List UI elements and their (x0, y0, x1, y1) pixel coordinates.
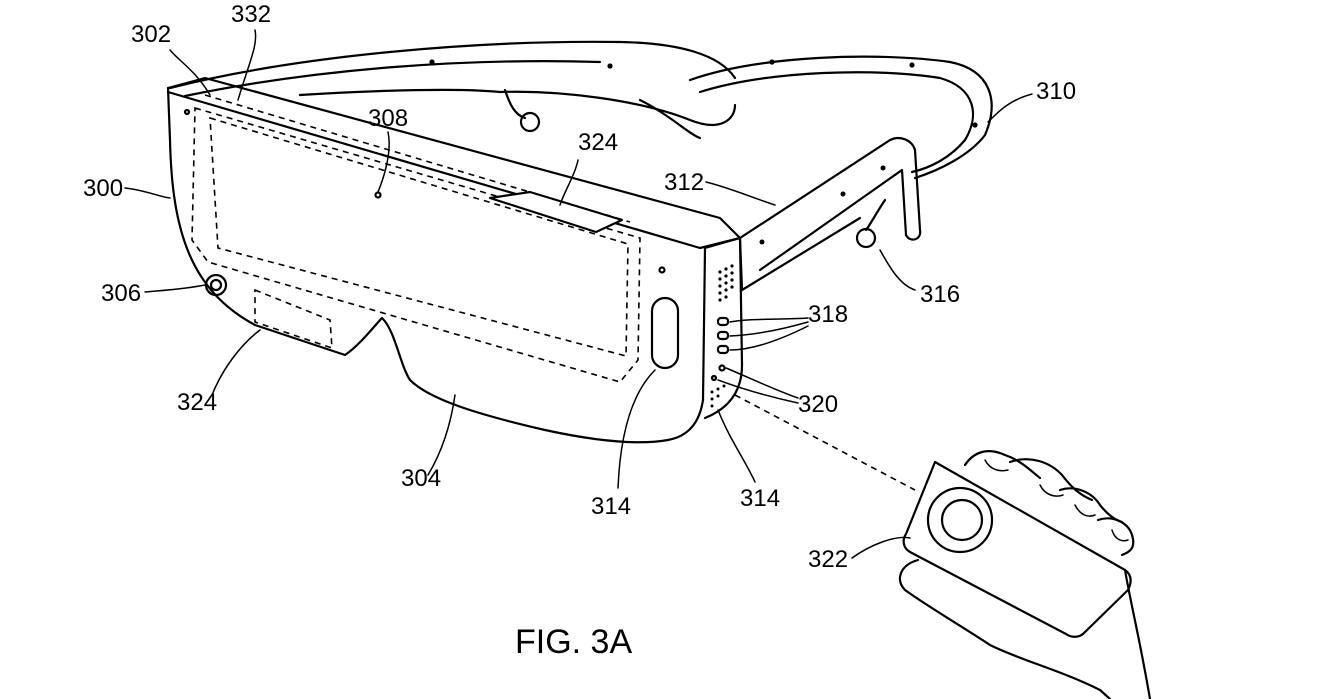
headset-housing (166, 76, 744, 444)
leader-lines (124, 29, 1033, 559)
label-300: 300 (83, 175, 123, 202)
label-310: 310 (1036, 78, 1076, 105)
speaker-grille-top (718, 264, 734, 302)
label-314-a: 314 (591, 493, 631, 520)
side-arm (738, 136, 922, 292)
label-302: 302 (131, 21, 171, 48)
figure-caption: FIG. 3A (515, 623, 632, 661)
label-304: 304 (401, 465, 441, 492)
label-308: 308 (368, 105, 408, 132)
label-318: 318 (808, 301, 848, 328)
label-312: 312 (664, 169, 704, 196)
label-316: 316 (920, 281, 960, 308)
reference-numerals: 302 332 308 324 312 310 316 318 320 300 … (83, 1, 1076, 573)
label-332: 332 (231, 1, 271, 28)
label-320: 320 (798, 391, 838, 418)
label-314-b: 314 (740, 485, 780, 512)
label-322: 322 (808, 546, 848, 573)
speaker-grille-bottom (710, 384, 726, 408)
remote-control (902, 460, 1132, 638)
head-strap (168, 40, 993, 180)
hand (898, 450, 1152, 699)
label-324-left: 324 (177, 389, 217, 416)
wireless-link (734, 394, 916, 491)
label-324-top: 324 (578, 129, 618, 156)
label-306: 306 (101, 280, 141, 307)
